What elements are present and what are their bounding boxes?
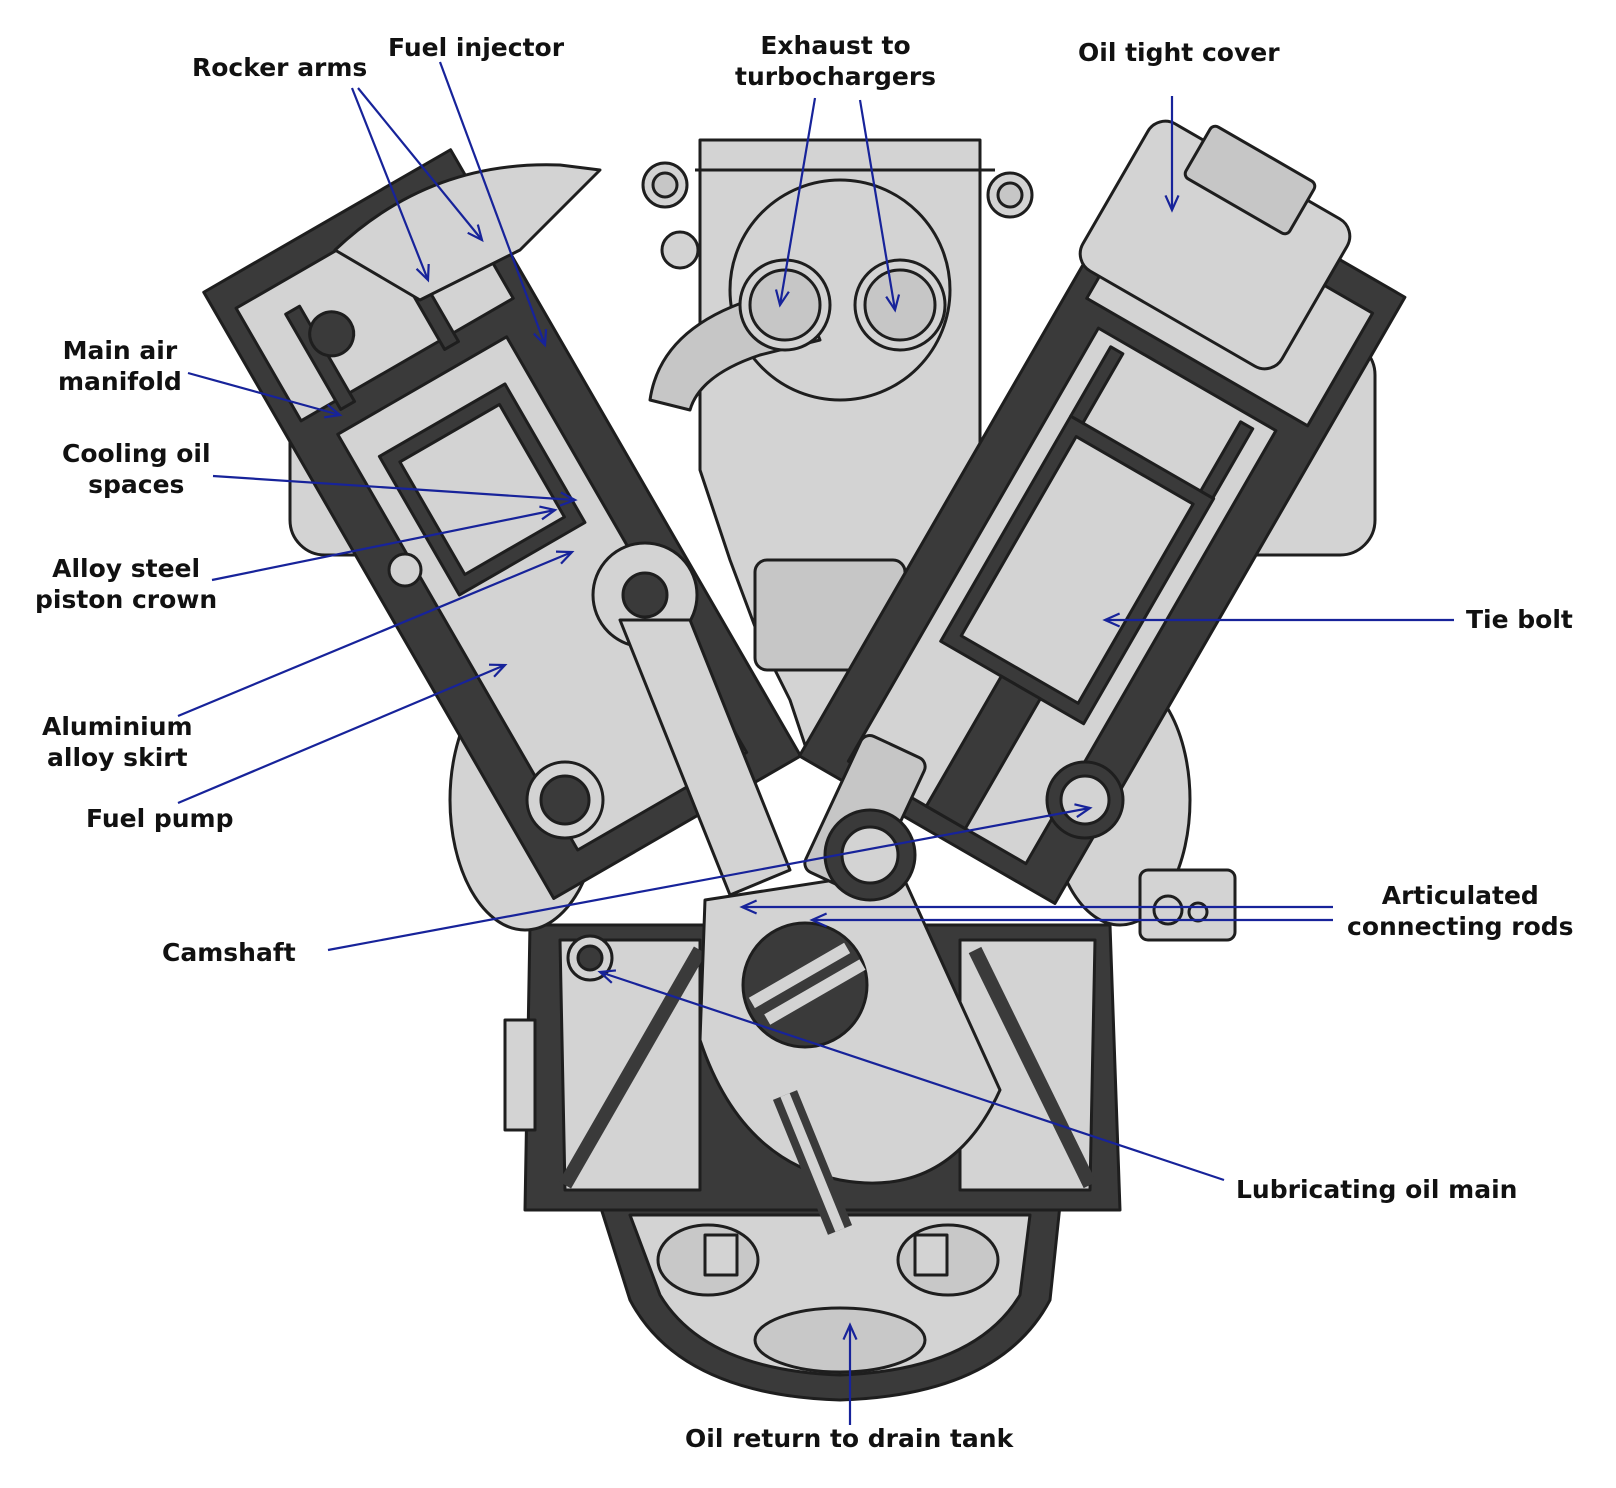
camshaft-leader xyxy=(327,803,1093,952)
leader-lines xyxy=(177,61,1454,1425)
exhaust-leader-2 xyxy=(858,99,901,313)
left-cylinder-bank xyxy=(202,148,803,900)
label-rocker-arms: Rocker arms xyxy=(192,53,368,82)
fuel-pump-leader xyxy=(177,663,508,805)
main-air-manifold-leader xyxy=(187,371,343,419)
drain-tank-outlet xyxy=(753,1306,927,1374)
fuel-injector-leader xyxy=(438,61,548,348)
skirt-leader xyxy=(177,550,575,718)
label-fuel-pump: Fuel pump xyxy=(86,804,234,833)
label-lubricating-oil-main: Lubricating oil main xyxy=(1236,1175,1518,1204)
label-camshaft: Camshaft xyxy=(162,938,296,967)
articulated-rods-leader-1 xyxy=(739,899,1333,915)
rocker-arms-leader-2 xyxy=(357,87,484,243)
label-main-air-manifold: Main air manifold xyxy=(58,336,182,396)
rocker-arms-leader-1 xyxy=(350,87,430,283)
tie-bolt-leader xyxy=(1102,612,1454,628)
label-fuel-injector: Fuel injector xyxy=(388,33,565,62)
cooling-oil-spaces-leader xyxy=(212,474,578,507)
left-connecting-rod xyxy=(591,541,792,897)
label-articulated-connecting-rods: Articulated connecting rods xyxy=(1347,881,1574,941)
label-exhaust-to-turbochargers: Exhaust to turbochargers xyxy=(735,31,937,91)
piston-crown-leader xyxy=(211,505,558,582)
label-cooling-oil-spaces: Cooling oil spaces xyxy=(62,439,211,499)
oil-return-leader xyxy=(842,1322,858,1425)
articulated-rods-leader-2 xyxy=(809,912,1333,928)
label-oil-return-to-drain-tank: Oil return to drain tank xyxy=(685,1424,1014,1453)
label-alloy-steel-piston-crown: Alloy steel piston crown xyxy=(35,554,218,614)
label-aluminium-alloy-skirt: Aluminium alloy skirt xyxy=(42,712,193,772)
crank-journal xyxy=(741,921,869,1049)
label-oil-tight-cover: Oil tight cover xyxy=(1078,38,1280,67)
oil-tight-cover-leader xyxy=(1164,96,1180,213)
lubricating-oil-main-leader xyxy=(597,969,1225,1182)
label-tie-bolt: Tie bolt xyxy=(1466,605,1573,634)
left-rocker-cover xyxy=(333,163,602,302)
engine-block xyxy=(202,119,1407,1402)
exhaust-leader-1 xyxy=(774,97,817,308)
